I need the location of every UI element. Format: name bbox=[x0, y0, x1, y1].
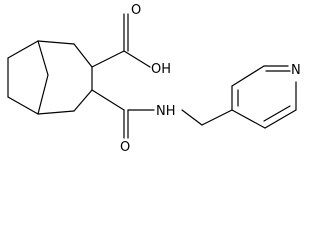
amide-oxygen-label: O bbox=[120, 140, 130, 155]
bond bbox=[181, 109, 203, 126]
pyridine-nitrogen-label: N bbox=[291, 63, 301, 78]
bond bbox=[231, 65, 265, 87]
bond bbox=[201, 109, 233, 126]
hydroxyl-label: OH bbox=[151, 62, 171, 77]
bond bbox=[91, 89, 125, 111]
structure-diagram: O OH O NH N bbox=[7, 3, 301, 155]
bond bbox=[7, 40, 39, 59]
bond bbox=[263, 105, 291, 122]
carboxylic-acid-group: O OH bbox=[91, 3, 171, 77]
molecule-svg: O OH O NH N bbox=[7, 3, 301, 155]
bond bbox=[37, 40, 49, 76]
bond bbox=[37, 110, 75, 115]
bond bbox=[231, 109, 266, 129]
bond bbox=[73, 89, 93, 112]
amide-group: O NH bbox=[91, 89, 233, 155]
pyridine-ring: N bbox=[231, 63, 301, 129]
bond bbox=[37, 74, 49, 115]
bond bbox=[91, 50, 125, 68]
bond bbox=[73, 43, 93, 68]
amine-nh-label: NH bbox=[156, 104, 176, 119]
bond bbox=[123, 50, 151, 68]
bond bbox=[7, 96, 39, 115]
bond bbox=[37, 40, 75, 45]
bicyclo-octane-core bbox=[7, 40, 93, 115]
oxygen-label: O bbox=[131, 3, 141, 18]
bond bbox=[264, 109, 297, 129]
